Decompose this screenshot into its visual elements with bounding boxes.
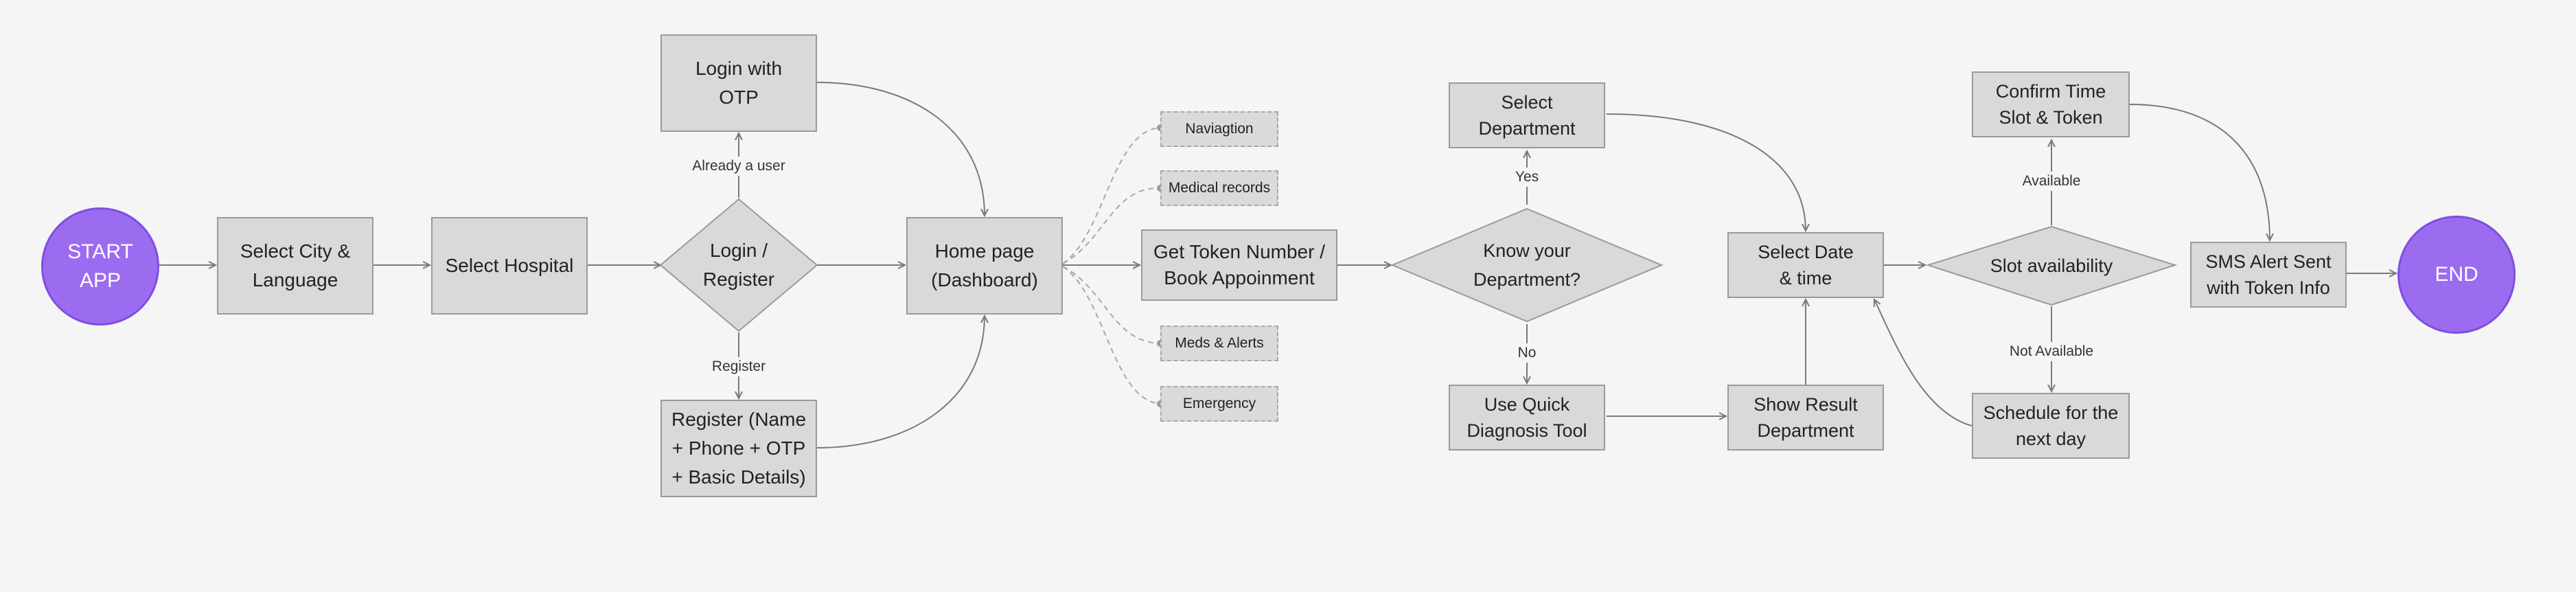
medical-records-label: Medical records: [1168, 180, 1271, 196]
meds-alerts-item: Meds & Alerts: [1160, 326, 1278, 361]
select-hospital-label: Select Hospital: [445, 255, 574, 276]
select-date-time-label: Select Date & time: [1758, 242, 1854, 288]
start-label: START APP: [67, 240, 133, 292]
medical-records-item: Medical records: [1160, 170, 1278, 206]
login-register-decision: Login / Register: [673, 234, 805, 297]
end-node: END: [2397, 216, 2516, 334]
edge-home-to-navigation: [1062, 124, 1164, 264]
quick-diagnosis-label: Use Quick Diagnosis Tool: [1467, 394, 1587, 441]
login-register-label: Login / Register: [702, 240, 775, 290]
select-city-label: Select City & Language: [240, 240, 351, 291]
emergency-item: Emergency: [1160, 386, 1278, 422]
edge-register-to-home: [816, 316, 985, 448]
navigation-item: Naviagtion: [1160, 111, 1278, 147]
schedule-next-box: Schedule for the next day: [1972, 393, 2130, 459]
edge-label-no: No: [1513, 343, 1541, 363]
login-register-diamond: [659, 198, 818, 332]
edge-label-available: Available: [2018, 172, 2085, 191]
edge-label-register: Register: [707, 357, 770, 376]
start-node: START APP: [41, 207, 159, 326]
navigation-label: Naviagtion: [1185, 121, 1254, 137]
get-token-box: Get Token Number / Book Appoinment: [1141, 229, 1337, 301]
schedule-next-label: Schedule for the next day: [1983, 402, 2119, 449]
get-token-label: Get Token Number / Book Appoinment: [1153, 241, 1326, 288]
register-form-box: Register (Name + Phone + OTP + Basic Det…: [660, 400, 817, 497]
edge-confirm-to-sms: [2129, 104, 2270, 240]
edge-label-yes: Yes: [1510, 168, 1543, 187]
confirm-time-box: Confirm Time Slot & Token: [1972, 71, 2130, 137]
select-date-time-box: Select Date & time: [1727, 232, 1884, 298]
edge-schedule-to-date: [1874, 299, 1973, 426]
login-otp-box: Login with OTP: [660, 34, 817, 132]
confirm-time-label: Confirm Time Slot & Token: [1995, 81, 2106, 128]
sms-alert-label: SMS Alert Sent with Token Info: [2205, 251, 2332, 298]
sms-alert-box: SMS Alert Sent with Token Info: [2190, 242, 2347, 308]
edge-select-dept-to-date: [1606, 113, 1806, 231]
edge-label-already-user: Already a user: [688, 157, 790, 176]
slot-availability-decision: Slot availability: [1964, 250, 2139, 282]
select-department-box: Select Department: [1449, 82, 1605, 148]
slot-availability-diamond: [1925, 225, 2178, 306]
login-otp-label: Login with OTP: [695, 58, 783, 108]
know-department-diamond: [1390, 207, 1664, 323]
show-result-box: Show Result Department: [1727, 385, 1884, 451]
know-department-label: Know your Department?: [1473, 240, 1581, 290]
select-hospital-box: Select Hospital: [431, 217, 588, 315]
meds-alerts-label: Meds & Alerts: [1175, 335, 1264, 351]
end-label: END: [2435, 263, 2479, 286]
show-result-label: Show Result Department: [1753, 394, 1858, 441]
slot-availability-label: Slot availability: [1990, 255, 2113, 276]
home-page-box: Home page (Dashboard): [906, 217, 1063, 315]
emergency-label: Emergency: [1182, 396, 1256, 411]
know-department-decision: Know your Department?: [1442, 234, 1612, 297]
select-department-label: Select Department: [1478, 92, 1576, 139]
register-form-label: Register (Name + Phone + OTP + Basic Det…: [671, 409, 807, 488]
quick-diagnosis-box: Use Quick Diagnosis Tool: [1449, 385, 1605, 451]
home-page-label: Home page (Dashboard): [931, 240, 1038, 291]
edge-home-to-emergency: [1062, 266, 1164, 407]
edge-otp-to-home: [816, 82, 985, 216]
select-city-box: Select City & Language: [217, 217, 373, 315]
edge-label-not-available: Not Available: [2005, 342, 2098, 361]
